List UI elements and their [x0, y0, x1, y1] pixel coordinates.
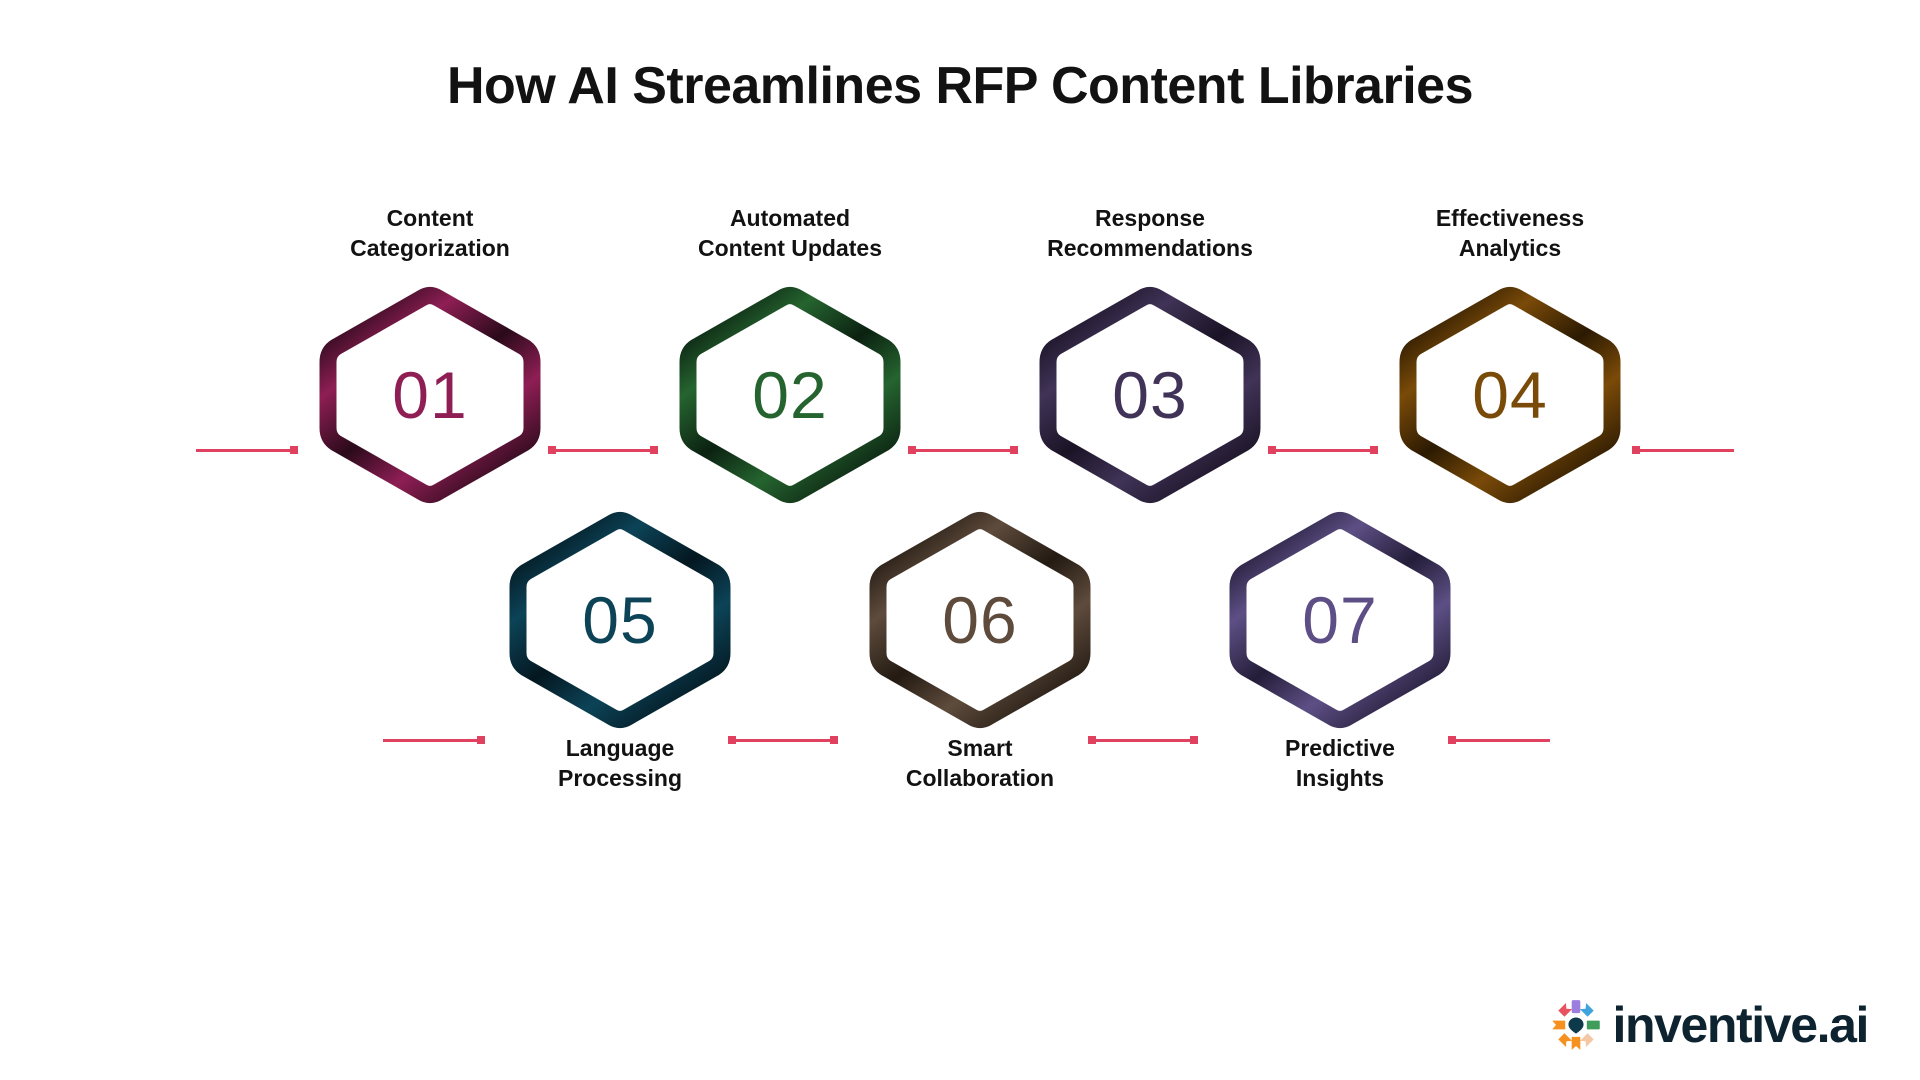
connector-line	[1456, 738, 1550, 742]
connector-dot-right	[1190, 736, 1198, 744]
process-step-06[interactable]: Smart Collaboration 06	[850, 505, 1110, 805]
connector-05-06	[728, 735, 838, 745]
connector-06-07	[1088, 735, 1198, 745]
inventive-ai-logo-mark-icon	[1552, 1000, 1601, 1050]
connector-dot-right	[477, 736, 485, 744]
hexagon-05: 05	[500, 512, 740, 728]
connector-dot-left	[908, 446, 916, 454]
process-step-01[interactable]: Content Categorization 01	[300, 205, 560, 515]
connector-dot-left	[1268, 446, 1276, 454]
step-label-05: Language Processing	[558, 735, 682, 792]
connector-lead-out-bottom	[1448, 735, 1558, 745]
connector-line	[1640, 448, 1734, 452]
connector-lead-in-bottom	[375, 735, 485, 745]
connector-dot-right	[650, 446, 658, 454]
hexagon-outline-icon	[509, 512, 731, 728]
connector-dot-left	[548, 446, 556, 454]
hexagon-outline-icon	[1229, 512, 1451, 728]
step-label-06: Smart Collaboration	[905, 735, 1055, 792]
step-label-04: Effectiveness Analytics	[1435, 205, 1585, 262]
process-step-04[interactable]: Effectiveness Analytics 04	[1380, 205, 1640, 515]
connector-dot-right	[830, 736, 838, 744]
connector-dot-right	[1370, 446, 1378, 454]
step-label-03: Response Recommendations	[1047, 205, 1253, 262]
connector-line	[736, 738, 830, 742]
hexagon-outline-icon	[1399, 287, 1621, 503]
process-step-02[interactable]: Automated Content Updates 02	[660, 205, 920, 515]
connector-line	[916, 448, 1010, 452]
process-row-top: Content Categorization 01 Automated Conten…	[0, 205, 1920, 515]
page-title: How AI Streamlines RFP Content Libraries	[447, 57, 1474, 115]
connector-line	[556, 448, 650, 452]
hexagon-outline-icon	[319, 287, 541, 503]
connector-dot-left	[1088, 736, 1096, 744]
step-label-01: Content Categorization	[350, 205, 510, 262]
logo-wordmark: inventive.ai	[1612, 997, 1869, 1053]
hexagon-07: 07	[1220, 512, 1460, 728]
connector-01-02	[548, 445, 658, 455]
hexagon-outline-icon	[679, 287, 901, 503]
connector-line	[1096, 738, 1190, 742]
hexagon-03: 03	[1030, 287, 1270, 503]
connector-dot-right	[290, 446, 298, 454]
brand-logo: inventive.ai	[1549, 997, 1869, 1053]
connector-dot-left	[1448, 736, 1456, 744]
connector-03-04	[1268, 445, 1378, 455]
process-step-07[interactable]: Predictive Insights 07	[1210, 505, 1470, 805]
hexagon-outline-icon	[1039, 287, 1261, 503]
connector-line	[196, 448, 290, 452]
hexagon-outline-icon	[869, 512, 1091, 728]
connector-dot-right	[1010, 446, 1018, 454]
hexagon-01: 01	[310, 287, 550, 503]
connector-line	[1276, 448, 1370, 452]
connector-02-03	[908, 445, 1018, 455]
process-step-05[interactable]: Language Processing 05	[490, 505, 750, 805]
connector-line	[383, 738, 477, 742]
hexagon-04: 04	[1390, 287, 1630, 503]
connector-dot-left	[1632, 446, 1640, 454]
connector-lead-in-top	[188, 445, 298, 455]
step-label-02: Automated Content Updates	[698, 205, 882, 262]
connector-lead-out-top	[1632, 445, 1742, 455]
connector-dot-left	[728, 736, 736, 744]
step-label-07: Predictive Insights	[1285, 735, 1395, 792]
hexagon-02: 02	[670, 287, 910, 503]
process-step-03[interactable]: Response Recommendations 03	[1020, 205, 1280, 515]
hexagon-06: 06	[860, 512, 1100, 728]
